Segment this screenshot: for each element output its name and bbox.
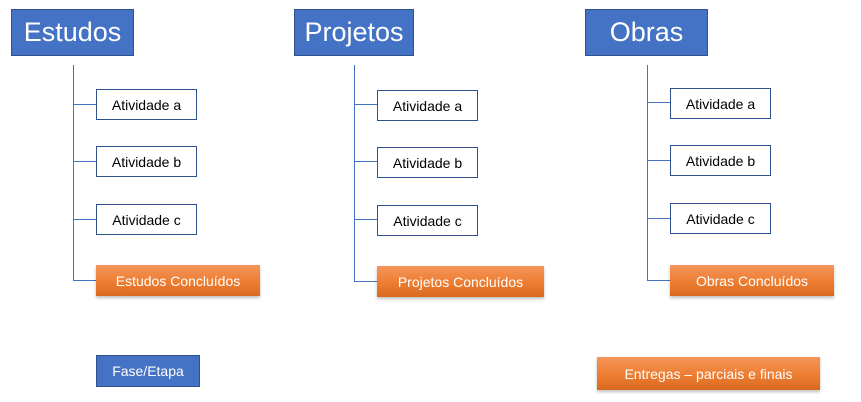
activity-box-obras-c: Atividade c	[670, 203, 771, 234]
activity-box-obras-a: Atividade a	[670, 88, 771, 119]
phase-box-projetos: Projetos	[294, 9, 414, 56]
phase-box-estudos: Estudos	[11, 9, 134, 56]
connector-estudos-a	[73, 104, 96, 105]
legend-phase-box: Fase/Etapa	[96, 355, 200, 387]
connector-projetos-b	[354, 161, 377, 162]
connector-estudos-done	[73, 280, 96, 281]
connector-obras-a	[647, 102, 670, 103]
completed-box-estudos: Estudos Concluídos	[96, 265, 260, 296]
connector-projetos-a	[354, 104, 377, 105]
connector-obras-c	[647, 218, 670, 219]
connector-estudos-c	[73, 219, 96, 220]
connector-obras-b	[647, 160, 670, 161]
legend-deliverable-box: Entregas – parciais e finais	[597, 357, 820, 390]
activity-box-projetos-c: Atividade c	[377, 205, 478, 236]
activity-box-estudos-a: Atividade a	[96, 89, 197, 120]
completed-box-obras: Obras Concluídos	[670, 265, 834, 296]
activity-box-projetos-a: Atividade a	[377, 90, 478, 121]
completed-box-projetos: Projetos Concluídos	[377, 266, 544, 297]
activity-box-obras-b: Atividade b	[670, 145, 771, 176]
connector-vertical-obras	[647, 65, 648, 281]
connector-vertical-projetos	[354, 65, 355, 282]
activity-box-estudos-c: Atividade c	[96, 204, 197, 235]
connector-estudos-b	[73, 161, 96, 162]
connector-obras-done	[647, 280, 670, 281]
connector-projetos-done	[354, 281, 377, 282]
activity-box-estudos-b: Atividade b	[96, 146, 197, 177]
connector-projetos-c	[354, 219, 377, 220]
phase-box-obras: Obras	[585, 9, 708, 56]
activity-box-projetos-b: Atividade b	[377, 147, 478, 178]
connector-vertical-estudos	[73, 65, 74, 281]
